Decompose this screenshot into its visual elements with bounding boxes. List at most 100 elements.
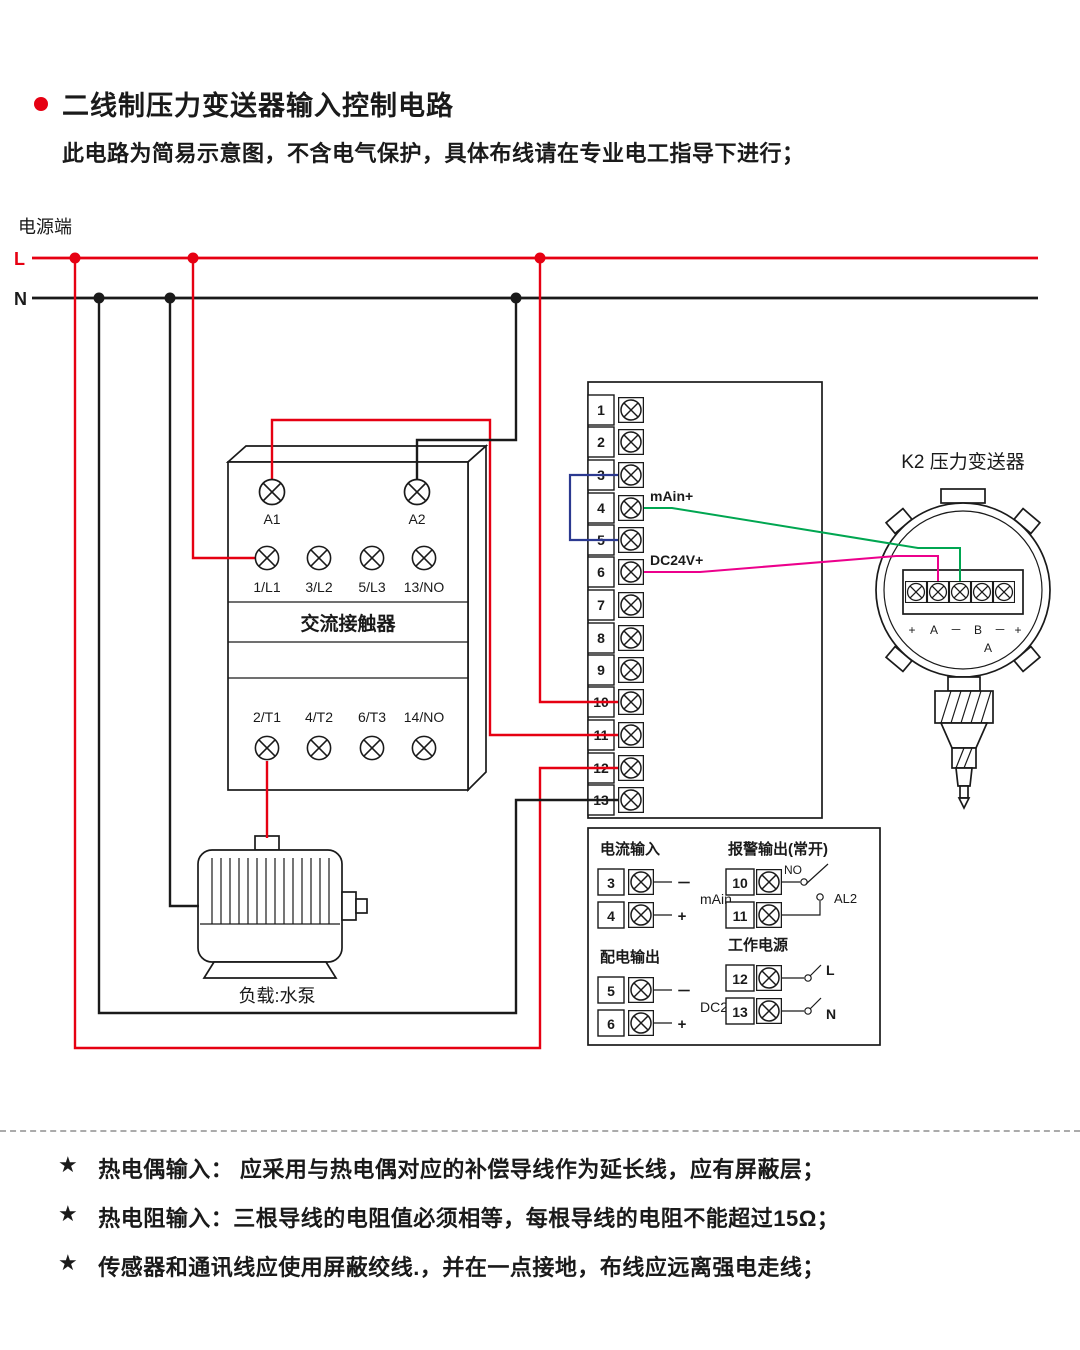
mains-plus-label: mAin+ [650,488,693,504]
transmitter-terminal-label: B [974,623,982,637]
wire-l-to-terminal-12 [73,258,621,1050]
transmitter-terminal-label: － [994,623,1006,637]
work-power-title: 工作电源 [728,936,788,954]
screw-icon [628,902,654,928]
wire-mains-to-transmitter [644,507,961,582]
terminal-number: 3 [607,875,615,891]
minus-sign: － [676,875,691,892]
coil-a1-label: A1 [263,511,280,527]
note-item: ★ 热电偶输入： 应采用与热电偶对应的补偿导线作为延长线，应有屏蔽层； [58,1152,839,1184]
coil-a2-label: A2 [408,511,425,527]
wiring [32,256,1038,1050]
terminal-number: 8 [597,630,605,646]
plus-sign: + [678,908,687,925]
note-item: ★ 传感器和通讯线应使用屏蔽绞线.，并在一点接地，布线应远离强电走线； [58,1250,839,1282]
note-text: 热电偶输入： 应采用与热电偶对应的补偿导线作为延长线，应有屏蔽层； [98,1157,825,1182]
plus-sign: + [678,1016,687,1033]
minus-sign: － [676,983,691,1000]
motor-base [202,961,338,979]
transmitter-housing-inner [883,510,1043,670]
screw-icon [254,545,280,571]
contactor-top-face [225,445,489,463]
screw-icon [254,735,280,761]
screw-icon [756,869,782,895]
transmitter-neck [947,676,981,692]
power-section-label: 电源端 [18,217,72,237]
terminal-number: 1 [597,402,605,418]
work-n-label: N [826,1006,836,1022]
terminal-number: 9 [597,662,605,678]
page-title: 二线制压力变送器输入控制电路 [62,91,454,121]
screw-icon [618,689,644,715]
terminal-number: 6 [597,564,605,580]
screw-icon [306,545,332,571]
contactor-terminal-label: 3/L2 [305,579,332,595]
terminal-number: 4 [597,500,605,516]
transmitter-nub [959,785,969,799]
contactor-terminal-label: 6/T3 [358,709,386,725]
detail-panel: 电流输入 3 4 － + mAin 报警输出(常开) 10 11 NO AL2 … [587,827,881,1046]
screw-icon [618,495,644,521]
terminal-number: 13 [732,1004,748,1020]
transmitter-sub-terminal-label: A [984,641,992,655]
transmitter-terminal-label: + [1014,623,1021,637]
transmitter-terminal-block [902,569,1024,615]
terminal-number: 6 [607,1016,615,1032]
wire-n-to-terminal-13 [97,298,621,1015]
wire-l-to-contactor-1l1 [191,258,256,560]
motor-terminal-box [254,835,280,851]
wire-n-to-coil-a2 [415,298,518,479]
screw-icon [618,592,644,618]
note-text: 热电阻输入：三根导线的电阻值必须相等，每根导线的电阻不能超过15Ω； [98,1206,840,1231]
no-contact-label: NO [784,863,802,877]
screw-icon [905,581,927,603]
wire-l-to-terminal-10 [538,258,621,704]
transmitter-hex-nut [934,690,994,724]
terminal-strip: 1 2 3 4 5 6 7 8 9 10 11 12 13 [587,394,615,816]
dc24v-plus-label: DC24V+ [650,552,703,568]
transmitter-tip [955,767,973,787]
transmitter-thread [951,747,977,769]
nut-hatching [940,690,992,724]
contactor-body [225,444,489,793]
screw-icon [618,625,644,651]
dist-output-title: 配电输出 [600,948,660,966]
screw-icon [971,581,993,603]
terminal-number: 2 [597,434,605,450]
alarm-load-label: AL2 [834,891,857,906]
contactor-terminal-label: 13/NO [404,579,445,595]
dashed-divider [0,1130,1080,1132]
screw-icon [411,735,437,761]
screw-icon [618,559,644,585]
screw-icon [403,478,431,506]
screw-icon [411,545,437,571]
screw-icon [618,429,644,455]
note-item: ★ 热电阻输入：三根导线的电阻值必须相等，每根导线的电阻不能超过15Ω； [58,1201,839,1233]
contactor-title: 交流接触器 [300,612,396,635]
contactor-labels: A1 A2 1/L1 3/L2 5/L3 13/NO 交流接触器 2/T1 4/… [253,511,444,725]
red-bullet-icon [34,97,48,111]
thread-hatching [955,747,973,769]
screw-icon [756,902,782,928]
page-subtitle: 此电路为简易示意图，不含电气保护，具体布线请在专业电工指导下进行； [62,141,805,166]
contactor-terminal-label: 2/T1 [253,709,281,725]
note-text: 传感器和通讯线应使用屏蔽绞线.，并在一点接地，布线应远离强电走线； [98,1255,825,1280]
wire-terminal-11-to-coil-a1 [270,418,621,737]
screw-icon [618,787,644,813]
pressure-transmitter: K2 压力变送器 [875,451,1051,810]
star-icon: ★ [58,1250,79,1275]
contactor-terminal-label: 5/L3 [358,579,385,595]
terminal-number: 10 [732,875,748,891]
screw-icon [359,735,385,761]
contactor-terminal-label: 1/L1 [253,579,280,595]
motor-shaft [341,891,357,921]
screw-icon [306,735,332,761]
wire-jumper-3-to-5 [568,473,618,542]
l-rail-label: L [14,249,25,269]
transmitter-terminal-label: － [950,623,962,637]
terminal-number: 7 [597,597,605,613]
screw-icon [359,545,385,571]
screw-icon [618,527,644,553]
